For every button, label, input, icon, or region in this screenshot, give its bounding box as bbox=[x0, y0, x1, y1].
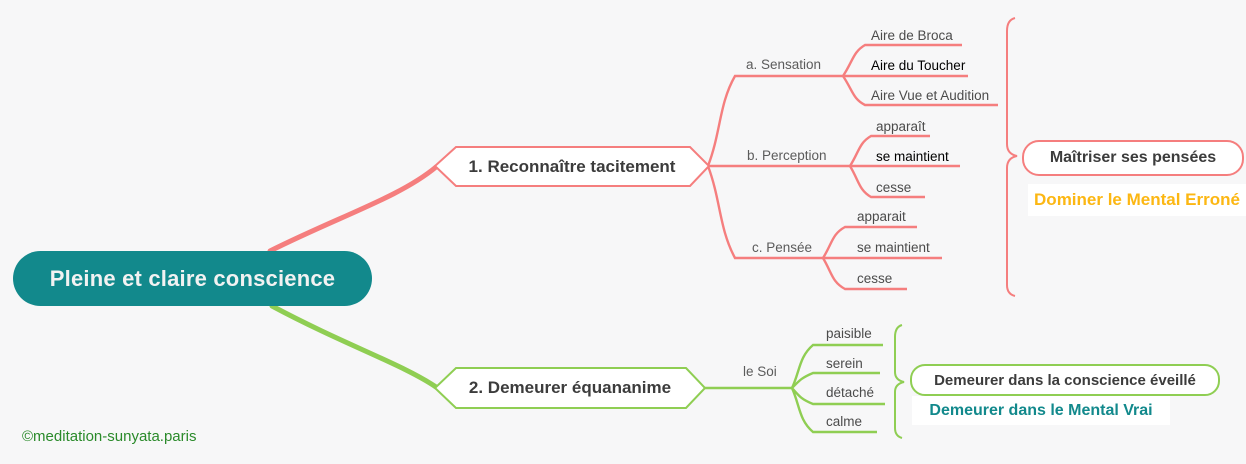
branch2-node[interactable]: 2. Demeurer équananime bbox=[452, 368, 688, 408]
branch2-curly-brace bbox=[894, 324, 905, 439]
copyright-text: ©meditation-sunyata.paris bbox=[22, 428, 197, 445]
leaf-perception-se-maintient[interactable]: se maintient bbox=[876, 149, 949, 164]
branch1-hexagon-shape bbox=[433, 146, 711, 187]
branch1-perception-leaf1-line bbox=[848, 134, 930, 167]
branch1-sensation-leaf1-line bbox=[842, 43, 962, 77]
branch2-summary-pill[interactable]: Demeurer dans la conscience éveillé bbox=[910, 364, 1220, 396]
leaf-perception-apparait[interactable]: apparaît bbox=[876, 119, 926, 134]
branch1-curly-brace bbox=[1006, 17, 1018, 297]
branch1-node[interactable]: 1. Reconnaître tacitement bbox=[452, 147, 692, 186]
branch1-summary-note[interactable]: Dominer le Mental Erroné bbox=[1028, 184, 1246, 216]
branch1-summary-pill[interactable]: Maîtriser ses pensées bbox=[1022, 140, 1244, 176]
branch2-main-curve bbox=[269, 303, 439, 390]
branch1-perception-leaf3-line bbox=[848, 165, 925, 199]
branch2-leaf2-line bbox=[791, 371, 880, 389]
branch1-sensation-stem bbox=[706, 74, 843, 167]
branch2-hexagon-shape bbox=[433, 367, 707, 409]
leaf-aire-du-toucher[interactable]: Aire du Toucher bbox=[871, 58, 966, 73]
branch2-leaf1-line bbox=[790, 343, 883, 389]
leaf-aire-vue-audition[interactable]: Aire Vue et Audition bbox=[871, 88, 990, 103]
branch2-leaf4-line bbox=[790, 387, 877, 434]
branch2-node-label: 2. Demeurer équananime bbox=[468, 378, 672, 397]
branch1-sensation-leaf3-line bbox=[842, 75, 998, 107]
group-label-pensee[interactable]: c. Pensée bbox=[752, 240, 813, 255]
central-node[interactable]: Pleine et claire conscience bbox=[13, 251, 372, 306]
group-label-le-soi[interactable]: le Soi bbox=[743, 364, 777, 379]
central-node-label: Pleine et claire conscience bbox=[49, 265, 336, 291]
group-label-perception[interactable]: b. Perception bbox=[747, 148, 827, 163]
leaf-paisible[interactable]: paisible bbox=[826, 326, 872, 341]
leaf-calme[interactable]: calme bbox=[826, 414, 863, 429]
branch1-node-label: 1. Reconnaître tacitement bbox=[468, 156, 676, 176]
leaf-serein[interactable]: serein bbox=[826, 356, 863, 371]
branch2-summary-note[interactable]: Demeurer dans le Mental Vrai bbox=[912, 396, 1170, 425]
leaf-pensee-se-maintient[interactable]: se maintient bbox=[857, 240, 930, 255]
branch1-pensee-stem bbox=[706, 165, 823, 260]
branch1-pensee-leaf3-line bbox=[821, 257, 907, 291]
leaf-pensee-apparait[interactable]: apparait bbox=[857, 209, 906, 224]
leaf-aire-de-broca[interactable]: Aire de Broca bbox=[871, 28, 953, 43]
leaf-detache[interactable]: détaché bbox=[826, 385, 875, 400]
group-label-sensation[interactable]: a. Sensation bbox=[746, 57, 822, 72]
branch1-main-curve bbox=[267, 164, 439, 254]
branch2-summary-pill-label: Demeurer dans la conscience éveillé bbox=[934, 371, 1196, 389]
branch1-summary-pill-label: Maîtriser ses pensées bbox=[1049, 149, 1217, 166]
branch1-pensee-leaf1-line bbox=[821, 225, 917, 259]
leaf-pensee-cesse[interactable]: cesse bbox=[857, 271, 893, 286]
leaf-perception-cesse[interactable]: cesse bbox=[876, 180, 912, 195]
